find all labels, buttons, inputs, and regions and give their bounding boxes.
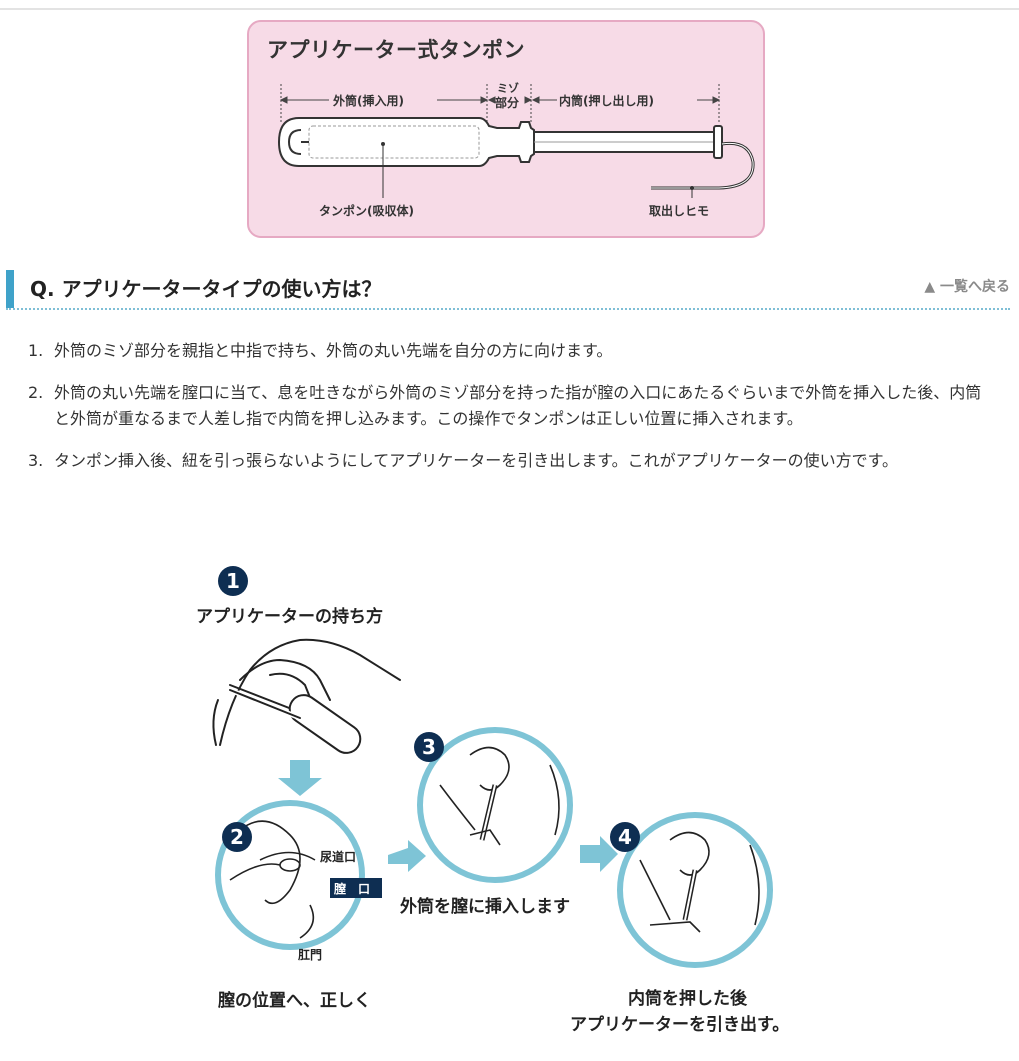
step3-badge: 3 xyxy=(414,732,444,762)
list-item: 2. 外筒の丸い先端を膣口に当て、息を吐きながら外筒のミゾ部分を持った指が膣の入… xyxy=(28,380,988,432)
outer-tube-label: 外筒(挿入用) xyxy=(333,94,404,108)
anatomy-front-illustration xyxy=(229,820,316,939)
step4-badge: 4 xyxy=(610,822,640,852)
right-arrow xyxy=(388,840,426,872)
step-number: 2. xyxy=(28,383,44,402)
urethra-label: 尿道口 xyxy=(320,850,357,864)
string-label: 取出しヒモ xyxy=(649,204,710,218)
usage-steps-list: 1. 外筒のミゾ部分を親指と中指で持ち、外筒の丸い先端を自分の方に向けます。 2… xyxy=(28,338,988,490)
list-item: 3. タンポン挿入後、紐を引っ張らないようにしてアプリケーターを引き出します。こ… xyxy=(28,448,988,474)
section-title: Q. アプリケータータイプの使い方は？ xyxy=(30,277,382,301)
anus-label: 肛門 xyxy=(298,948,323,962)
step-number: 1. xyxy=(28,341,44,360)
groove-label-top: ミゾ xyxy=(497,82,519,95)
right-arrow xyxy=(580,836,618,872)
groove-label-bottom: 部分 xyxy=(495,96,520,110)
top-divider xyxy=(0,8,1019,10)
withdrawal-side-illustration xyxy=(639,831,760,933)
section-header: Q. アプリケータータイプの使い方は？ ▲ 一覧へ戻る xyxy=(6,268,1010,310)
header-accent-bar xyxy=(6,270,14,308)
step-number: 3. xyxy=(28,451,44,470)
step4-label-line1: 内筒を押した後 xyxy=(628,989,747,1009)
step3-label: 外筒を膣に挿入します xyxy=(400,897,570,917)
usage-illustration xyxy=(212,638,773,968)
step4-circle xyxy=(617,812,773,968)
hand-holding-applicator-illustration xyxy=(212,638,401,754)
step2-badge: 2 xyxy=(222,822,252,852)
inner-tube-label: 内筒(押し出し用) xyxy=(559,94,654,108)
step2-circle xyxy=(215,800,365,950)
step4-label-line2: アプリケーターを引き出す。 xyxy=(570,1015,790,1035)
down-arrow xyxy=(278,760,322,796)
applicator-drawing xyxy=(277,84,755,198)
diagram-title: アプリケーター式タンポン xyxy=(267,38,525,62)
list-item: 1. 外筒のミゾ部分を親指と中指で持ち、外筒の丸い先端を自分の方に向けます。 xyxy=(28,338,988,364)
step-text: 外筒の丸い先端を膣口に当て、息を吐きながら外筒のミゾ部分を持った指が膣の入口にあ… xyxy=(54,383,982,428)
back-to-list-link[interactable]: ▲ 一覧へ戻る xyxy=(924,279,1010,295)
tampon-label: タンポン(吸収体) xyxy=(319,204,414,218)
step3-circle xyxy=(417,727,573,883)
vagina-label: 膣 口 xyxy=(334,882,371,896)
insertion-side-illustration xyxy=(439,746,560,846)
step2-label: 膣の位置へ、正しく xyxy=(218,991,371,1011)
step-text: タンポン挿入後、紐を引っ張らないようにしてアプリケーターを引き出します。これがア… xyxy=(54,451,899,470)
step-text: 外筒のミゾ部分を親指と中指で持ち、外筒の丸い先端を自分の方に向けます。 xyxy=(54,341,613,360)
step1-badge: 1 xyxy=(218,566,248,596)
step1-label: アプリケーターの持ち方 xyxy=(196,607,383,627)
applicator-diagram: アプリケーター式タンポン 外筒(挿入用) ミゾ 部分 内筒(押し出し用) タンポ… xyxy=(247,20,765,238)
